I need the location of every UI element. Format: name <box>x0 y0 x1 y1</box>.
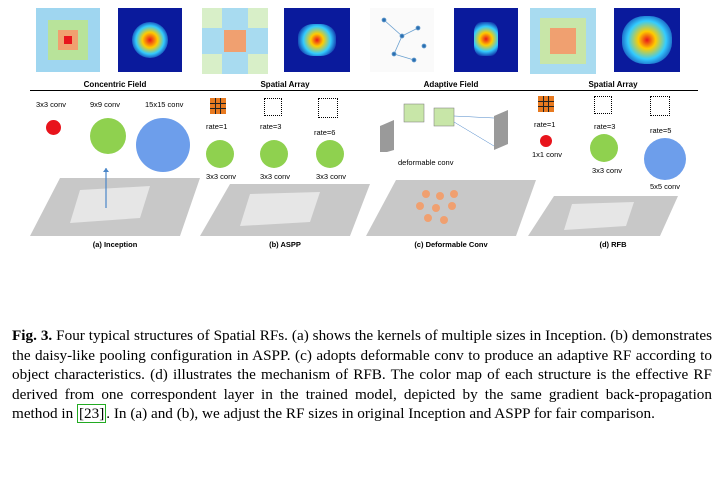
field-label: Adaptive Field <box>366 80 536 91</box>
panel-caption: (a) Inception <box>92 240 138 249</box>
rate-label-1: rate=1 <box>206 122 228 131</box>
deformable-conv-label: deformable conv <box>398 158 454 167</box>
panel-deformable-conv: Adaptive Field deformable conv (c) Defor… <box>366 0 536 300</box>
rate-label-2: rate=3 <box>594 122 616 131</box>
panel-caption: (b) ASPP <box>269 240 301 249</box>
kernel-rate1-icon <box>210 98 226 114</box>
panel-caption: (d) RFB <box>599 240 627 249</box>
input-image <box>528 196 678 236</box>
input-image <box>366 180 536 236</box>
conv-label-3: 3x3 conv <box>316 172 347 181</box>
citation-link[interactable]: [23] <box>76 404 107 423</box>
figure-caption: Fig. 3. Four typical structures of Spati… <box>12 326 712 424</box>
field-label: Concentric Field <box>30 80 200 91</box>
kernel-1x1-circle <box>540 135 552 147</box>
conv-label-1: 1x1 conv <box>532 150 563 159</box>
kernel-9x9-circle <box>90 118 126 154</box>
spatial-array-diagram <box>202 8 268 74</box>
figure-label: Fig. 3. <box>12 327 53 344</box>
kernel-rate1-icon <box>538 96 554 112</box>
effective-rf-heatmap <box>284 8 350 72</box>
kernel-15x15-circle <box>136 118 190 172</box>
rate-label-3: rate=5 <box>650 126 672 135</box>
kernel-circle-3 <box>316 140 344 168</box>
conv-label-2: 9x9 conv <box>90 100 121 109</box>
panel-aspp: Spatial Array rate=1 rate=3 rate=6 3x3 c… <box>200 0 370 300</box>
caption-text: Four typical structures of Spatial RFs. … <box>12 327 713 422</box>
kernel-3x3-circle <box>590 134 618 162</box>
conv-label-1: 3x3 conv <box>206 172 237 181</box>
conv-label-3: 15x15 conv <box>145 100 184 109</box>
spatial-array-diagram <box>530 8 596 74</box>
conv-label-2: 3x3 conv <box>592 166 623 175</box>
figure-3: Concentric Field 3x3 conv 9x9 conv 15x15… <box>30 0 698 300</box>
conv-label-1: 3x3 conv <box>36 100 67 109</box>
rate-label-3: rate=6 <box>314 128 336 137</box>
input-image <box>200 184 370 236</box>
kernel-rate3-icon <box>594 96 612 114</box>
caption-text-end: . In (a) and (b), we adjust the RF sizes… <box>106 405 655 422</box>
kernel-circle-1 <box>206 140 234 168</box>
conv-label-2: 3x3 conv <box>260 172 291 181</box>
input-image <box>30 168 200 236</box>
panel-rfb: Spatial Array rate=1 rate=3 rate=5 1x1 c… <box>528 0 698 300</box>
concentric-field-diagram <box>36 8 100 72</box>
adaptive-field-diagram <box>370 8 434 72</box>
panel-inception: Concentric Field 3x3 conv 9x9 conv 15x15… <box>30 0 200 300</box>
deformable-conv-diagram <box>380 103 508 152</box>
kernel-rate3-icon <box>264 98 282 116</box>
conv-label-3: 5x5 conv <box>650 182 681 191</box>
kernel-3x3-circle <box>46 120 61 135</box>
kernel-5x5-circle <box>644 138 686 180</box>
effective-rf-heatmap <box>118 8 182 72</box>
rate-label-1: rate=1 <box>534 120 556 129</box>
field-label: Spatial Array <box>528 80 698 91</box>
panel-caption: (c) Deformable Conv <box>414 240 488 249</box>
kernel-rate5-icon <box>650 96 670 116</box>
field-label: Spatial Array <box>200 80 370 91</box>
effective-rf-heatmap <box>454 8 518 72</box>
effective-rf-heatmap <box>614 8 680 72</box>
kernel-circle-2 <box>260 140 288 168</box>
rate-label-2: rate=3 <box>260 122 282 131</box>
kernel-rate6-icon <box>318 98 338 118</box>
